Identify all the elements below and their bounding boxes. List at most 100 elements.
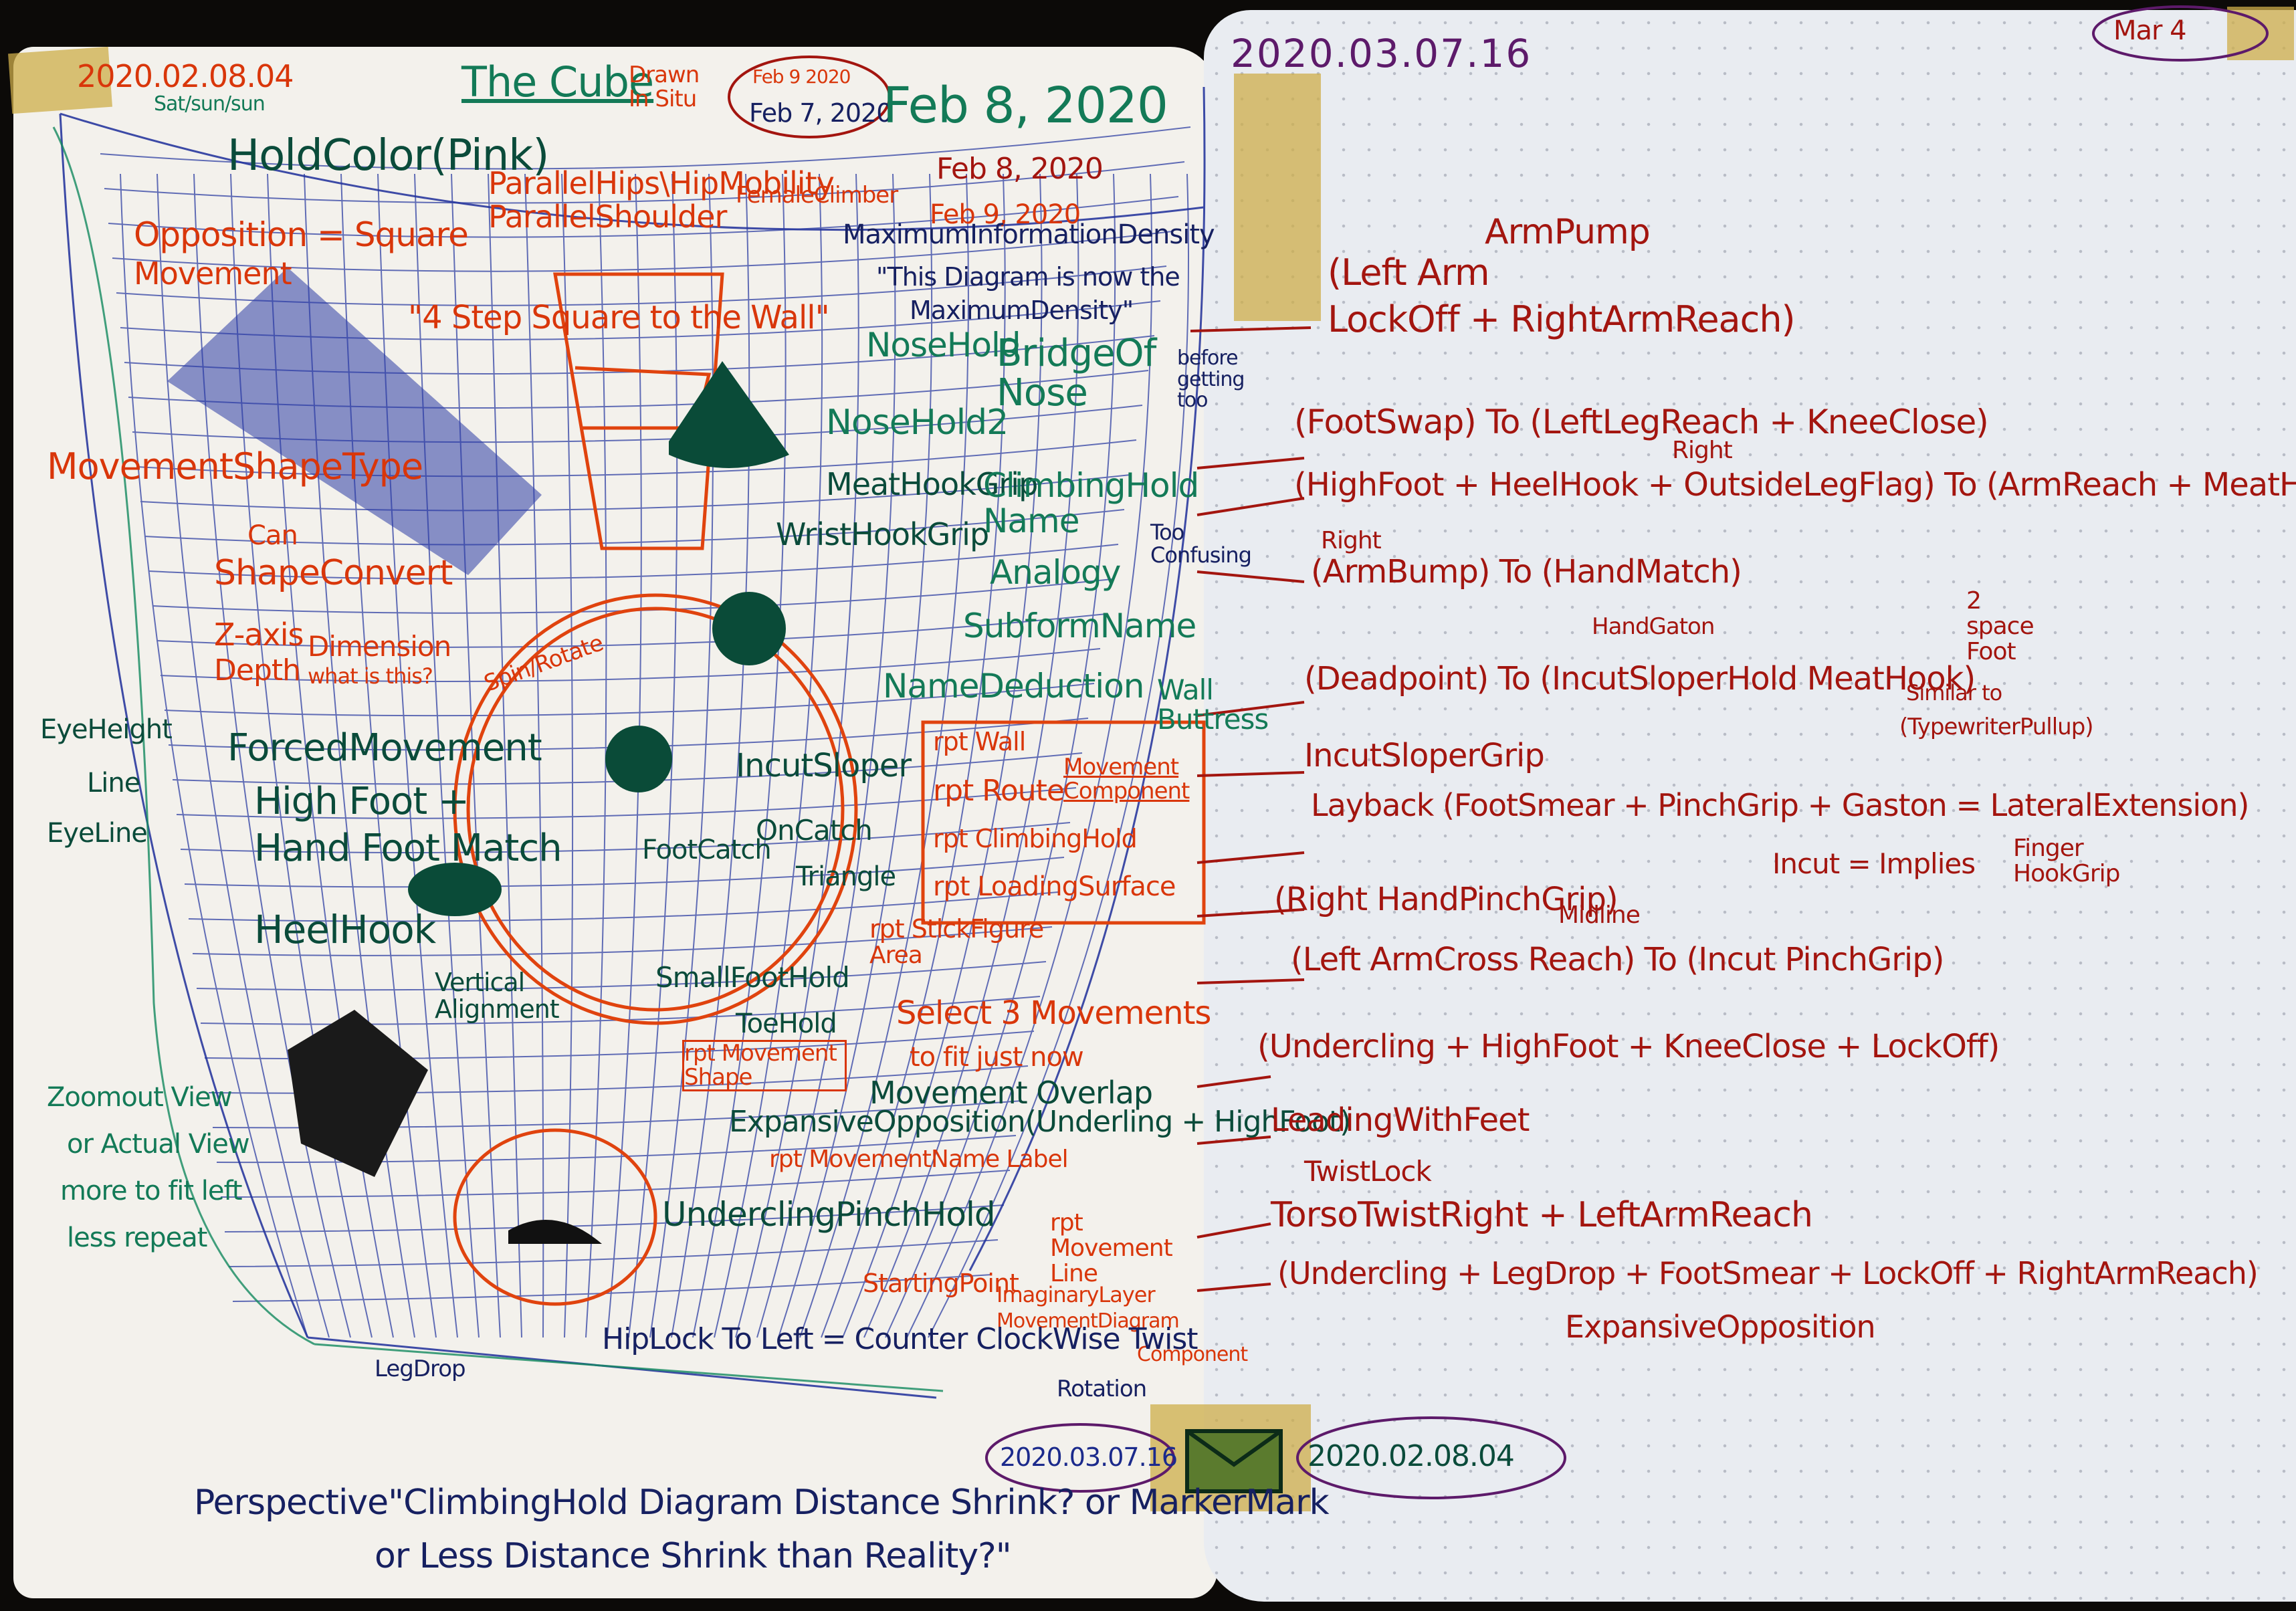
entry-2-right: Right: [1672, 437, 1733, 464]
grid-line: [228, 1239, 999, 1267]
entry-5: (Deadpoint) To (IncutSloperHold MeatHook…: [1304, 660, 1976, 697]
climbing-hold-name: ClimbingHold Name: [983, 466, 1199, 540]
grid-line: [735, 173, 859, 1338]
grid-line: [224, 1204, 1005, 1232]
left-notebook-page: [13, 47, 1217, 1598]
grid-line: [188, 891, 1059, 922]
green-outline: [52, 126, 944, 1392]
female-climber: FemaleClimber: [736, 182, 898, 209]
name-deduction: NameDeduction: [883, 667, 1144, 706]
entry-15: ExpansiveOpposition: [1565, 1309, 1876, 1345]
small-foot-hold: SmallFootHold: [655, 961, 850, 994]
what-is-this: what is this?: [308, 663, 433, 689]
movement-overlap: Movement Overlap: [869, 1075, 1153, 1111]
grid-line: [628, 173, 678, 1338]
grid-line: [585, 173, 607, 1338]
grid-line: [156, 173, 330, 1338]
diagram-component: Component: [1137, 1343, 1248, 1366]
rpt-stick-figure: rpt StickFigure: [869, 914, 1044, 944]
grid-line: [821, 173, 1006, 1338]
eye-height-1: EyeHeight: [40, 714, 173, 745]
starting-point: StartingPoint: [863, 1269, 1019, 1298]
grid-line: [136, 439, 1137, 477]
movement-shape-type: MovementShapeType: [47, 445, 423, 488]
rpt-loading-surface: rpt LoadingSurface: [933, 871, 1176, 902]
grid-line: [104, 161, 1185, 204]
entry-8a: Incut = Implies: [1772, 847, 1976, 880]
grid-line: [863, 173, 1079, 1338]
bottom-date-right: 2020.02.08.04: [1308, 1439, 1515, 1473]
connector-lines: [1190, 326, 1312, 1292]
grid-line: [144, 509, 1125, 546]
grid-line: [671, 173, 750, 1338]
rpt-movement-line: rpt Movement Line: [1050, 1209, 1173, 1287]
to-fit-just-now: to fit just now: [910, 1042, 1084, 1073]
header-date-4: Feb 8, 2020: [936, 152, 1104, 186]
foot-catch: FootCatch: [642, 835, 772, 865]
rpt-movement-shape: rpt Movement Shape: [682, 1040, 847, 1092]
maximum-info-density: MaximumInformationDensity: [843, 219, 1215, 250]
meat-hook-grip: MeatHookGrip: [826, 466, 1038, 502]
hand-foot-match: Hand Foot Match: [254, 827, 562, 870]
eye-height-3: EyeLine: [47, 818, 148, 849]
select-3-movements: Select 3 Movements: [896, 994, 1211, 1032]
header-date-1: Feb 9 2020: [752, 66, 851, 88]
entry-12: LeadingWithFeet: [1271, 1101, 1530, 1139]
entry-11: (Undercling + HighFoot + KneeClose + Loc…: [1257, 1028, 2000, 1065]
on-catch: OnCatch: [756, 814, 873, 847]
bridge-of-nose: BridgeOf Nose: [997, 332, 1156, 415]
entry-10: (Left ArmCross Reach) To (Incut PinchGri…: [1291, 941, 1944, 978]
grid-line: [192, 926, 1053, 956]
grid-line: [184, 857, 1065, 888]
right-date-top: 2020.03.07.16: [1231, 31, 1532, 76]
entry-similar-1: Similar to: [1906, 680, 2002, 706]
bottom-date-left: 2020.03.07.16: [1000, 1442, 1178, 1472]
date-top-left: 2020.02.08.04: [77, 58, 294, 94]
bottom-question-1: Perspective"ClimbingHold Diagram Distanc…: [194, 1483, 1330, 1523]
grid-line: [148, 544, 1119, 580]
grid-line: [906, 173, 1153, 1338]
triangle-kick: Triangle: [796, 861, 896, 892]
blue-hatched-panel: [167, 267, 542, 575]
grid-line: [692, 173, 787, 1338]
zoom-note-3: more to fit left: [60, 1176, 243, 1206]
area-label: Area: [869, 942, 923, 969]
entry-13a: TwistLock: [1304, 1155, 1432, 1188]
grid-line: [232, 1274, 993, 1302]
high-foot: High Foot +: [254, 780, 469, 823]
movement-component: Movement Component: [1063, 754, 1190, 804]
grid-line: [561, 173, 574, 1338]
entry-14: (Undercling + LegDrop + FootSmear + Lock…: [1277, 1255, 2259, 1291]
entry-5-note: HandGaton: [1592, 613, 1715, 640]
grid-line: [928, 173, 1190, 1338]
nose-hold: NoseHold: [866, 326, 1021, 364]
entry-space-foot: 2 space Foot: [1966, 587, 2034, 665]
wall-buttress: Wall Buttress: [1157, 673, 1269, 736]
before-getting-too: before getting too: [1177, 346, 1245, 412]
grid-line: [649, 173, 714, 1338]
entry-1a: (Left Arm: [1328, 251, 1490, 294]
can-label: Can: [247, 520, 298, 551]
header-date-2: Feb 7, 2020: [749, 98, 892, 128]
grid-line: [108, 196, 1179, 238]
depth: Depth: [214, 653, 301, 687]
tape-top-center: [1234, 74, 1321, 321]
rpt-wall: rpt Wall: [933, 727, 1026, 756]
tape-top-right: [2227, 7, 2294, 60]
rpt-route: rpt Route: [933, 774, 1065, 808]
page-title: The Cube: [461, 58, 654, 106]
movement-diagram: MovementDiagram: [997, 1309, 1180, 1333]
parallel-hips: ParallelHips\HipMobility: [488, 165, 835, 201]
grid-line: [156, 613, 1107, 648]
zoom-note-1: Zoomout View: [47, 1082, 232, 1113]
grid-line: [196, 961, 1047, 991]
diagram-quote-2: MaximumDensity": [910, 296, 1134, 325]
imaginary-layer: ImaginaryLayer: [997, 1282, 1156, 1307]
entry-1b: LockOff + RightArmReach): [1328, 298, 1796, 340]
opposition-label: Opposition = Square: [134, 215, 469, 254]
vertical-alignment: Vertical Alignment: [435, 968, 560, 1024]
grid-line: [714, 173, 823, 1338]
grid-line: [524, 173, 544, 1338]
nose-hold-2: NoseHold2: [826, 403, 1009, 443]
